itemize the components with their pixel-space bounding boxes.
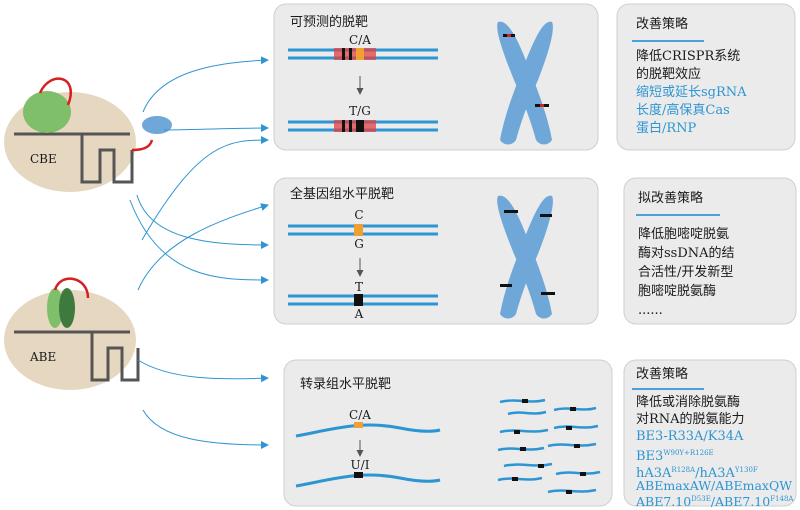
strategy2-line5: ...... <box>638 303 663 318</box>
panel1-chromosome <box>497 21 553 145</box>
strategy3-line6: ABEmaxAW/ABEmaxQW <box>636 478 793 493</box>
abe-sgrna-hairpin <box>90 332 140 382</box>
strategy2-line2: 酶对ssDNA的结 <box>638 246 735 261</box>
panel2-top-upper: C <box>354 208 364 222</box>
arrows <box>129 56 269 449</box>
panel2-dna-top <box>288 224 438 236</box>
strategy1-line5: 蛋白/RNP <box>636 121 697 136</box>
panel1-dna-bottom <box>288 120 438 132</box>
abe-deaminase-b <box>59 288 75 328</box>
strategy3-line7: ABE7.10D53E/ABE7.10F148A <box>636 494 794 509</box>
strategy3-line1: 降低或消除脱氨酶 <box>636 395 741 410</box>
abe-deaminase-a <box>47 288 63 328</box>
cbe-deaminase <box>23 91 71 133</box>
transcript-marks <box>512 399 586 494</box>
strategy1-title: 改善策略 <box>636 17 689 32</box>
abe-editor-graphic <box>4 277 140 390</box>
cbe-tail <box>131 139 154 152</box>
panel3-top-base: C/A <box>349 408 371 422</box>
panel3-rna-top <box>295 423 441 438</box>
panel3-edit-top <box>354 422 363 428</box>
panel2-top-lower: G <box>354 237 364 251</box>
strategy3-title: 改善策略 <box>636 367 689 382</box>
cbe-linker <box>38 77 72 106</box>
panel2-title: 全基因组水平脱靶 <box>290 187 395 202</box>
strategy3-line4: BE3W90Y+R126E <box>636 449 714 464</box>
strategy1-line1: 降低CRISPR系统 <box>636 49 741 64</box>
cbe-label: CBE <box>30 152 57 166</box>
strategy2-underline <box>636 214 720 216</box>
abe-cell-body <box>4 290 136 390</box>
transcripts <box>497 398 601 494</box>
strategy2-title: 拟改善策略 <box>638 191 704 206</box>
panel1-title: 可预测的脱靶 <box>290 15 369 30</box>
strategy2-line3: 合活性/开发新型 <box>638 265 734 280</box>
panel2-dna-bottom <box>288 294 438 306</box>
panel3-edit-bottom <box>354 472 363 478</box>
strategy3-line5: hA3AR128A/hA3AY130F <box>636 466 758 481</box>
panel1-bottom-base: T/G <box>349 104 371 118</box>
panel2-bottom-lower: A <box>354 307 364 321</box>
abe-label: ABE <box>30 350 57 364</box>
abe-linker <box>53 277 90 299</box>
ugi-protein <box>142 116 172 134</box>
panel3-title: 转录组水平脱靶 <box>300 377 392 392</box>
panel3-bg <box>283 359 613 507</box>
cbe-editor-graphic <box>4 77 172 192</box>
panel2-bottom-upper: T <box>354 280 363 294</box>
strategy3-line3: BE3-R33A/K34A <box>636 429 744 444</box>
strategy1-underline <box>632 40 704 42</box>
panel1-top-base: C/A <box>349 33 371 47</box>
strategy1-line4: 长度/高保真Cas <box>636 103 730 118</box>
panel3-bottom-base: U/I <box>350 458 370 472</box>
strategy1-line3: 缩短或延长sgRNA <box>636 85 747 100</box>
strategy3-line2: 对RNA的脱氨能力 <box>636 412 745 427</box>
strategy3-bg <box>623 359 797 507</box>
strategy3-underline <box>632 388 704 390</box>
strategy1-line2: 的脱靶效应 <box>636 67 702 82</box>
strategy2-line4: 胞嘧啶脱氨酶 <box>638 284 717 299</box>
panel2-chromosome <box>497 195 555 319</box>
panel1-dna-top <box>288 48 438 60</box>
cbe-sgrna-hairpin <box>80 134 134 184</box>
strategy2-line1: 降低胞嘧啶脱氨 <box>638 227 730 242</box>
panel3-rna-bottom <box>295 473 441 488</box>
